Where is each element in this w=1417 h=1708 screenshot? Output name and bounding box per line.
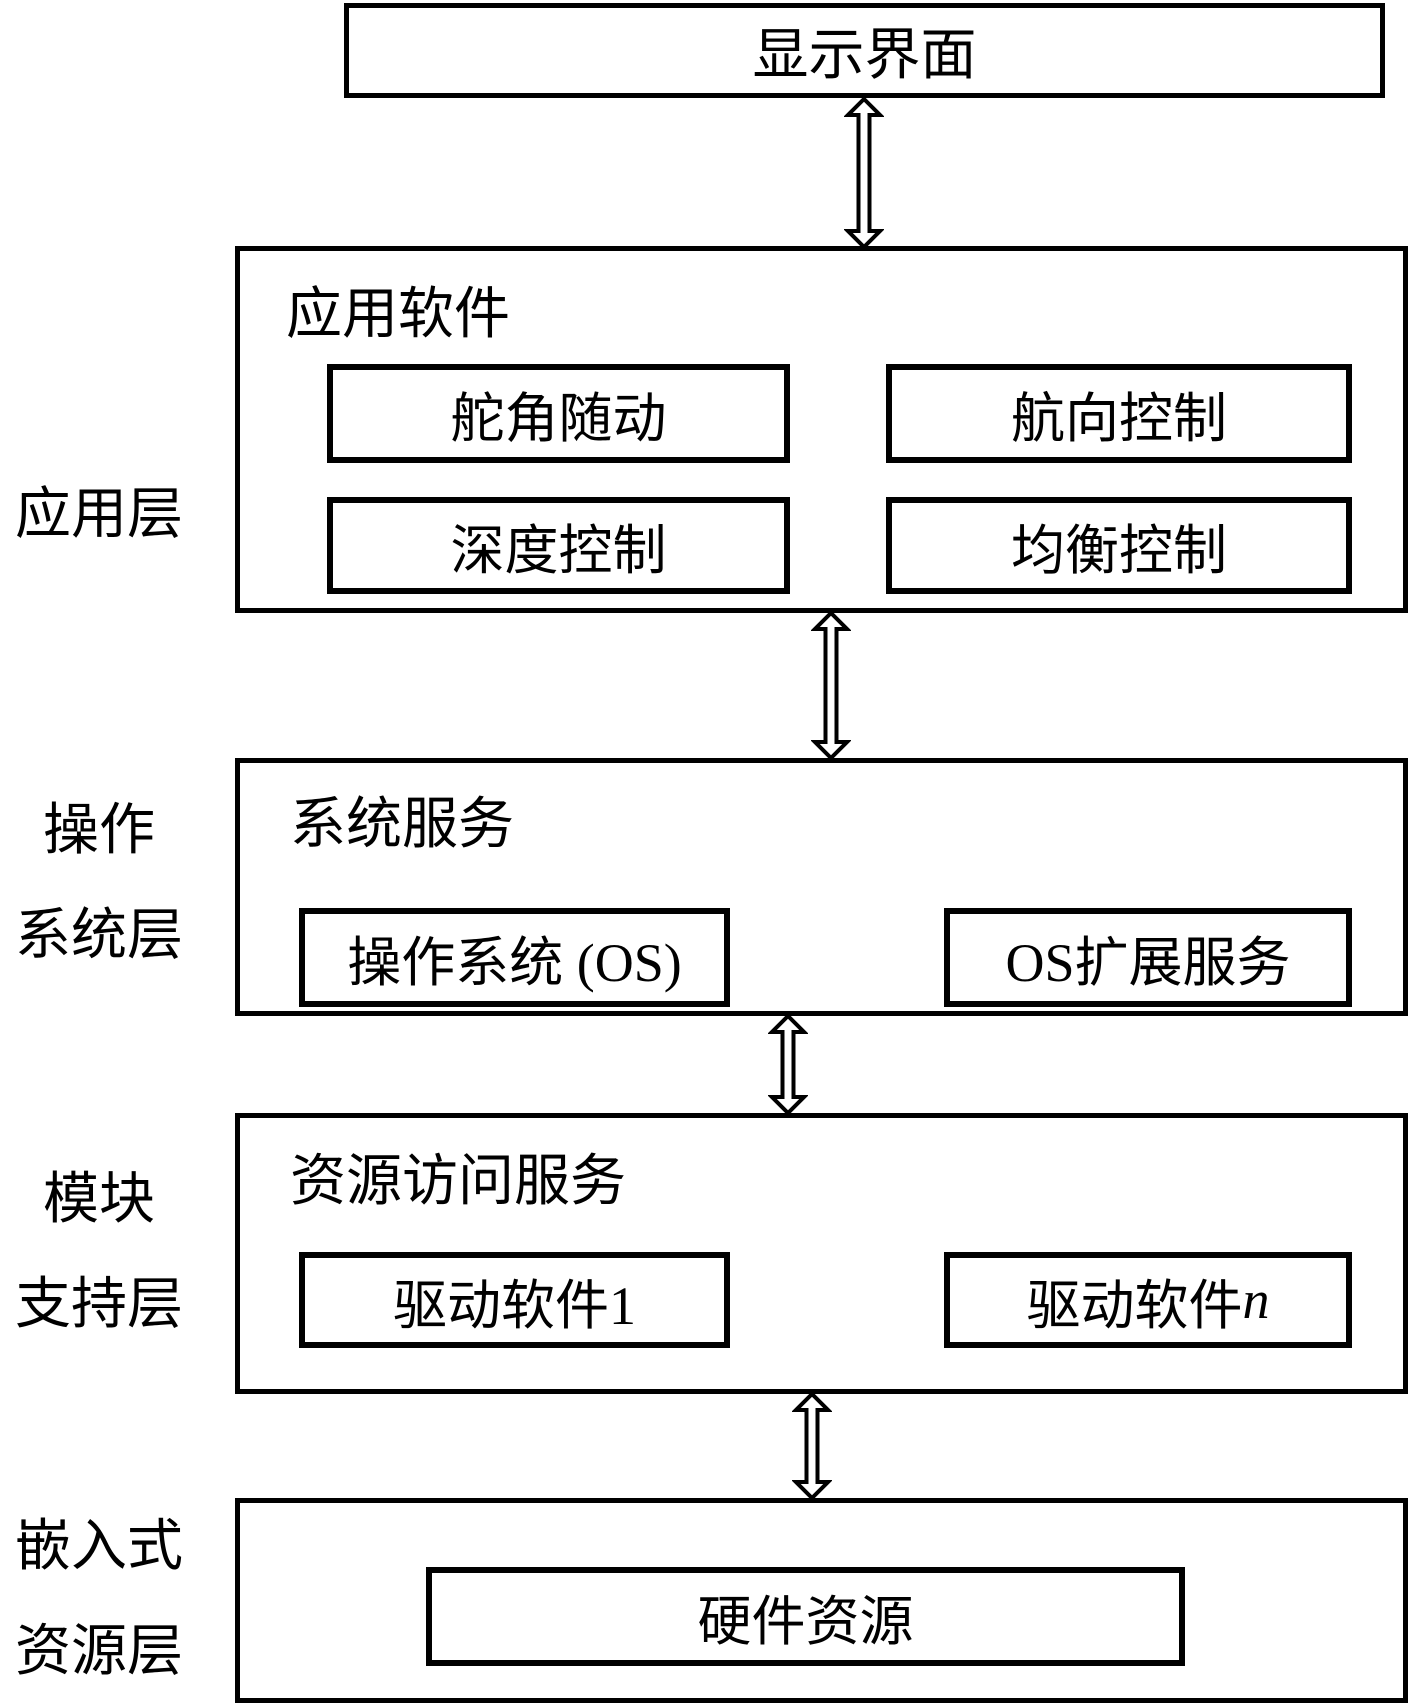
os-layer-label: 操作 系统层 — [15, 800, 183, 967]
depth-control-box: 深度控制 — [327, 497, 790, 594]
display-interface-box: 显示界面 — [344, 3, 1385, 98]
application-software-title: 应用软件 — [286, 284, 510, 346]
double-arrow-icon — [768, 1014, 808, 1115]
module-support-layer-label: 模块 支持层 — [15, 1169, 183, 1336]
double-arrow-icon — [792, 1392, 832, 1500]
display-interface-label: 显示界面 — [752, 25, 977, 87]
hardware-resources-box: 硬件资源 — [426, 1567, 1185, 1666]
double-arrow-icon — [844, 97, 884, 249]
operating-system-box: 操作系统 (OS) — [299, 908, 730, 1007]
embedded-resource-layer-label: 嵌入式 资源层 — [15, 1516, 183, 1683]
application-layer-label: 应用层 — [15, 484, 183, 546]
embedded-resource-layer-box: 硬件资源 — [235, 1498, 1408, 1703]
balance-control-box: 均衡控制 — [886, 497, 1352, 594]
system-services-title: 系统服务 — [290, 794, 514, 856]
resource-access-services-title: 资源访问服务 — [290, 1151, 626, 1213]
os-extension-services-box: OS扩展服务 — [944, 908, 1352, 1007]
heading-control-box: 航向控制 — [886, 364, 1352, 463]
driver-software-1-box: 驱动软件1 — [299, 1252, 730, 1348]
rudder-angle-follow-box: 舵角随动 — [327, 364, 790, 463]
os-layer-box: 系统服务 操作系统 (OS) OS扩展服务 — [235, 758, 1408, 1016]
double-arrow-icon — [811, 611, 851, 760]
application-layer-box: 应用软件 舵角随动 航向控制 深度控制 均衡控制 — [235, 246, 1408, 613]
